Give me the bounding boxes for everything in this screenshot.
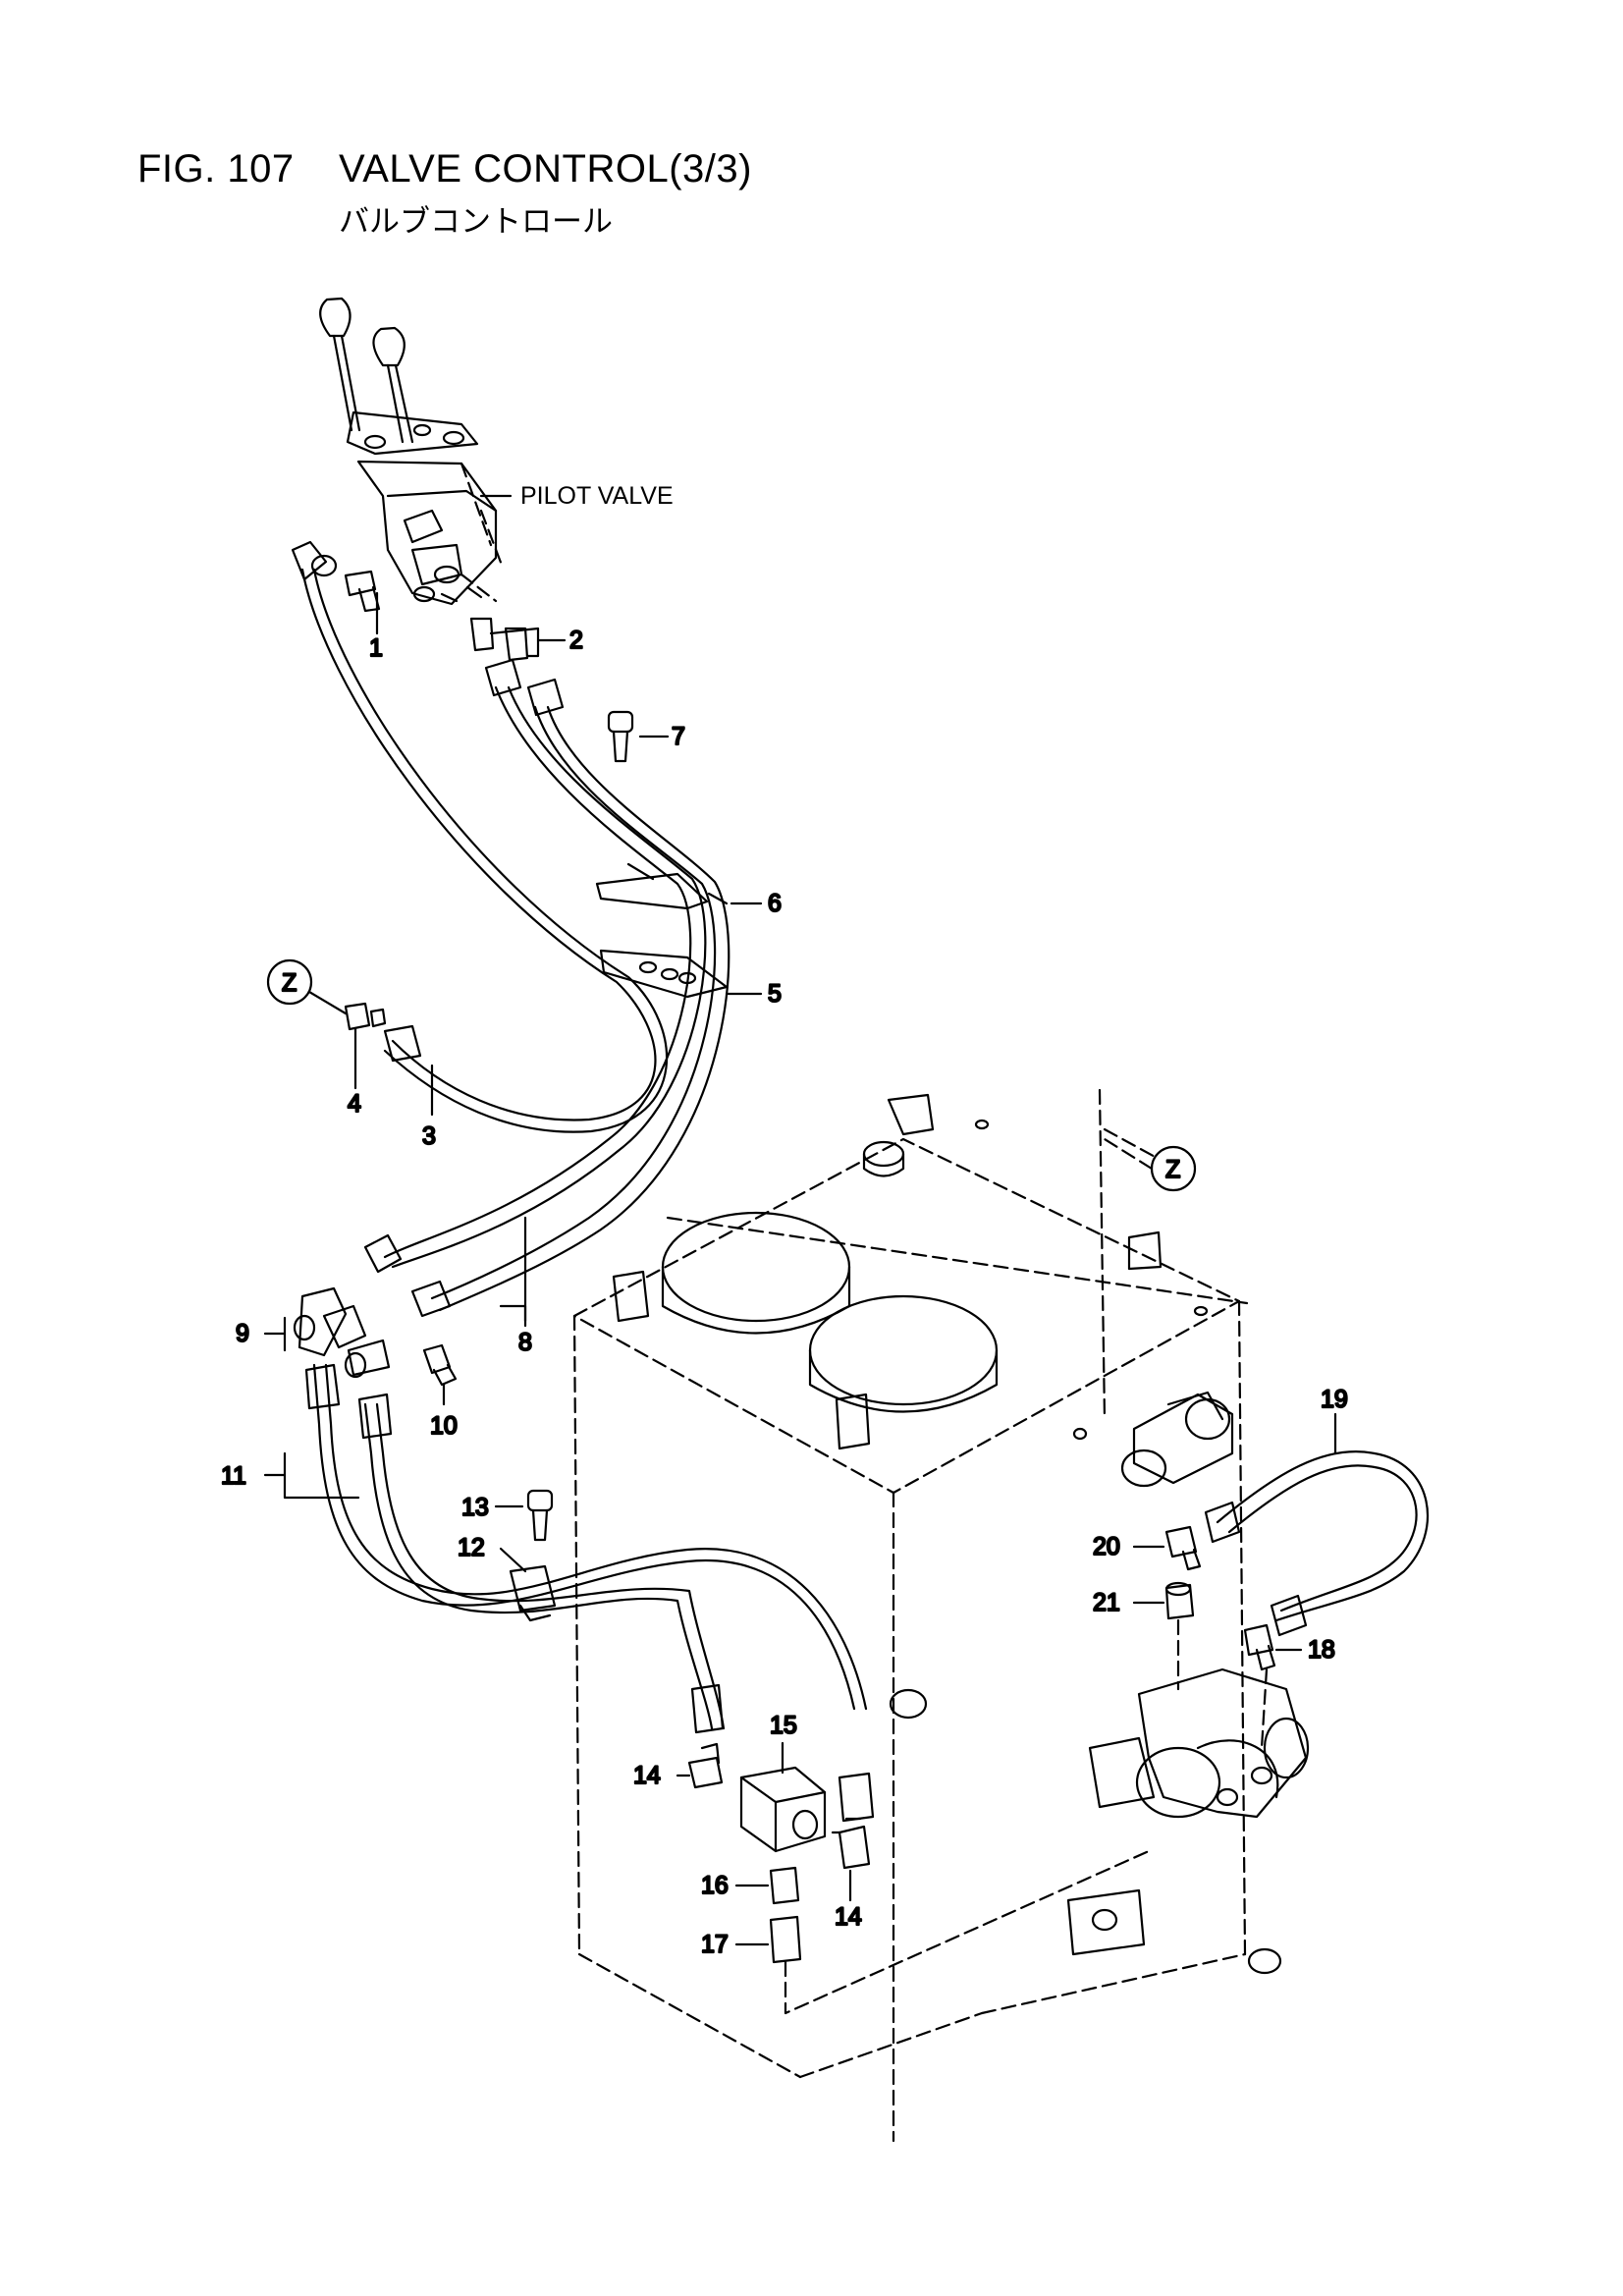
part-20-elbow xyxy=(1132,1525,1202,1571)
callout-4: 4 xyxy=(348,1090,361,1118)
part-14-elbow-right xyxy=(831,1817,871,1902)
callout-16: 16 xyxy=(701,1872,729,1899)
part-16-connector xyxy=(734,1866,800,1905)
callout-labels: 1 2 3 4 5 6 7 8 9 10 11 12 13 14 14 15 1… xyxy=(220,626,1349,1959)
hydraulic-tank xyxy=(572,1088,1249,2143)
part-21-fitting xyxy=(1132,1581,1195,1691)
part-7-bolt xyxy=(607,710,670,763)
part-12-clamp xyxy=(499,1547,557,1622)
callout-5: 5 xyxy=(768,980,782,1008)
callout-10: 10 xyxy=(430,1412,458,1440)
callout-15: 15 xyxy=(770,1712,797,1739)
figure-title: VALVE CONTROL(3/3) xyxy=(339,147,752,191)
part-15-valve-block xyxy=(739,1741,827,1853)
figure-subtitle: バルブコントロール xyxy=(339,204,613,239)
callout-8: 8 xyxy=(518,1329,532,1356)
part-6-clamp xyxy=(595,862,763,910)
pilot-valve-label: PILOT VALVE xyxy=(520,482,674,510)
part-9-tee-block xyxy=(263,1286,391,1379)
pilot-valve xyxy=(319,297,505,606)
part-1-elbow-fitting xyxy=(344,570,381,635)
callout-21: 21 xyxy=(1093,1589,1120,1616)
view-z-left xyxy=(266,958,348,1015)
callout-17: 17 xyxy=(701,1931,729,1958)
part-11-hoses xyxy=(263,1363,868,1730)
callout-6: 6 xyxy=(768,890,782,917)
callout-14-left: 14 xyxy=(633,1762,661,1789)
part-17-connector xyxy=(734,1915,802,1964)
callout-14-right: 14 xyxy=(835,1903,862,1931)
callout-2: 2 xyxy=(569,627,583,654)
callout-19: 19 xyxy=(1321,1386,1348,1413)
view-z-right xyxy=(1103,1137,1197,1192)
pilot-hoses xyxy=(291,540,730,1318)
callout-12: 12 xyxy=(458,1534,485,1561)
view-z-right-label: Z xyxy=(1165,1156,1180,1183)
callout-11: 11 xyxy=(221,1462,246,1490)
part-2-connectors xyxy=(469,617,567,662)
callout-9: 9 xyxy=(236,1320,249,1347)
part-10-plug xyxy=(422,1343,458,1406)
pump-body xyxy=(1072,1391,1310,1819)
callout-7: 7 xyxy=(672,723,685,750)
part-14-elbow-left xyxy=(676,1742,724,1789)
callout-13: 13 xyxy=(461,1494,489,1521)
view-z-left-label: Z xyxy=(282,969,297,997)
callout-1: 1 xyxy=(369,634,383,662)
callout-3: 3 xyxy=(422,1122,436,1150)
part-18-elbow xyxy=(1243,1623,1303,1750)
part-13-bolt xyxy=(494,1489,554,1542)
part-19-hose xyxy=(1204,1412,1429,1637)
part-4-adapter xyxy=(344,1002,387,1090)
part-5-plate xyxy=(599,949,763,999)
callout-18: 18 xyxy=(1308,1636,1335,1664)
part-3-hose-fitting xyxy=(383,1024,434,1117)
figure-number: FIG. 107 xyxy=(137,147,295,191)
callout-20: 20 xyxy=(1093,1533,1120,1560)
tank-covers xyxy=(612,1093,1209,1450)
